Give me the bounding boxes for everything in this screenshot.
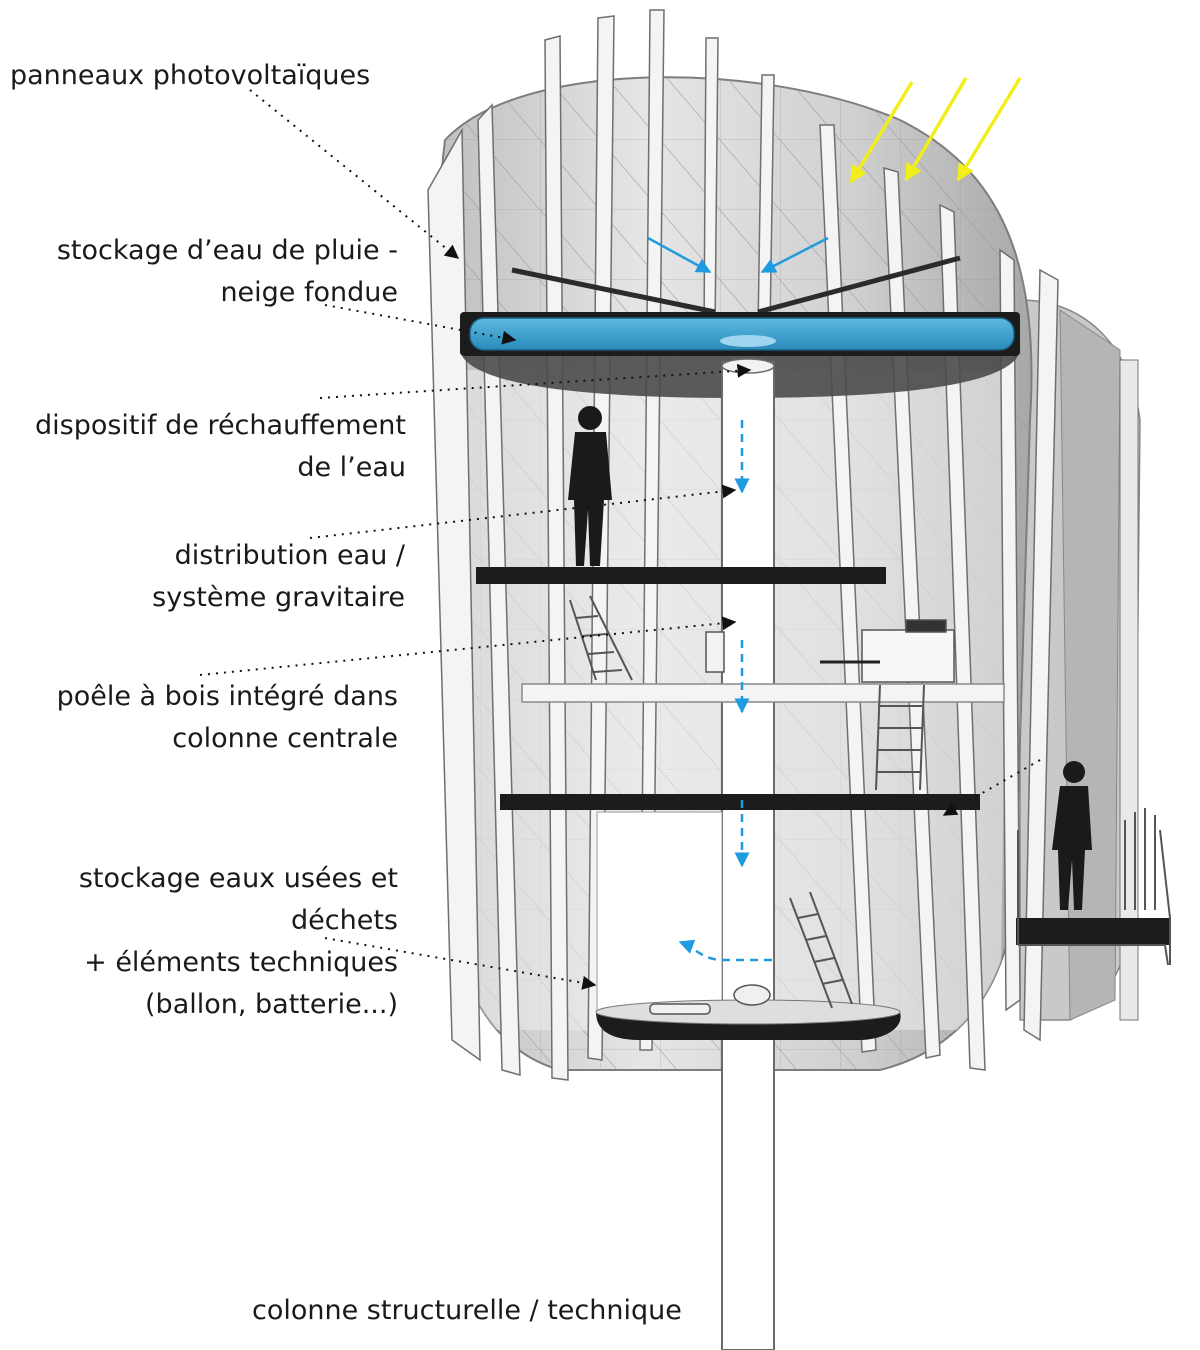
sun-rays	[849, 77, 1022, 184]
label-water-distribution: distribution eau / système gravitaire	[152, 540, 405, 613]
floor-level-1	[476, 567, 886, 584]
ladders	[569, 595, 925, 1009]
floor-level-2	[500, 794, 980, 810]
central-column	[721, 358, 775, 1350]
leader-rain	[324, 304, 517, 345]
label-waste-storage: stockage eaux usées et déchets + élément…	[78, 863, 398, 1020]
side-balcony	[1016, 808, 1171, 966]
label-photovoltaic-panels: panneaux photovoltaïques	[10, 60, 371, 91]
furniture	[649, 619, 955, 1015]
person-side-annex	[1052, 761, 1092, 910]
label-rainwater-storage: stockage d’eau de pluie - neige fondue	[56, 235, 398, 308]
leader-stove	[199, 616, 737, 676]
label-structural-column: colonne structurelle / technique	[252, 1295, 682, 1326]
water-flow-arrows	[647, 236, 829, 962]
label-wood-stove: poêle à bois intégré dans colonne centra…	[56, 681, 398, 754]
leader-lines	[199, 89, 1041, 990]
leader-waste	[324, 937, 597, 990]
person-silhouettes	[568, 406, 1092, 910]
mezzanine	[521, 683, 1005, 703]
label-water-heating: dispositif de réchauffement de l’eau	[35, 410, 406, 483]
person-upper	[568, 406, 612, 566]
photovoltaic-panels	[511, 255, 961, 315]
